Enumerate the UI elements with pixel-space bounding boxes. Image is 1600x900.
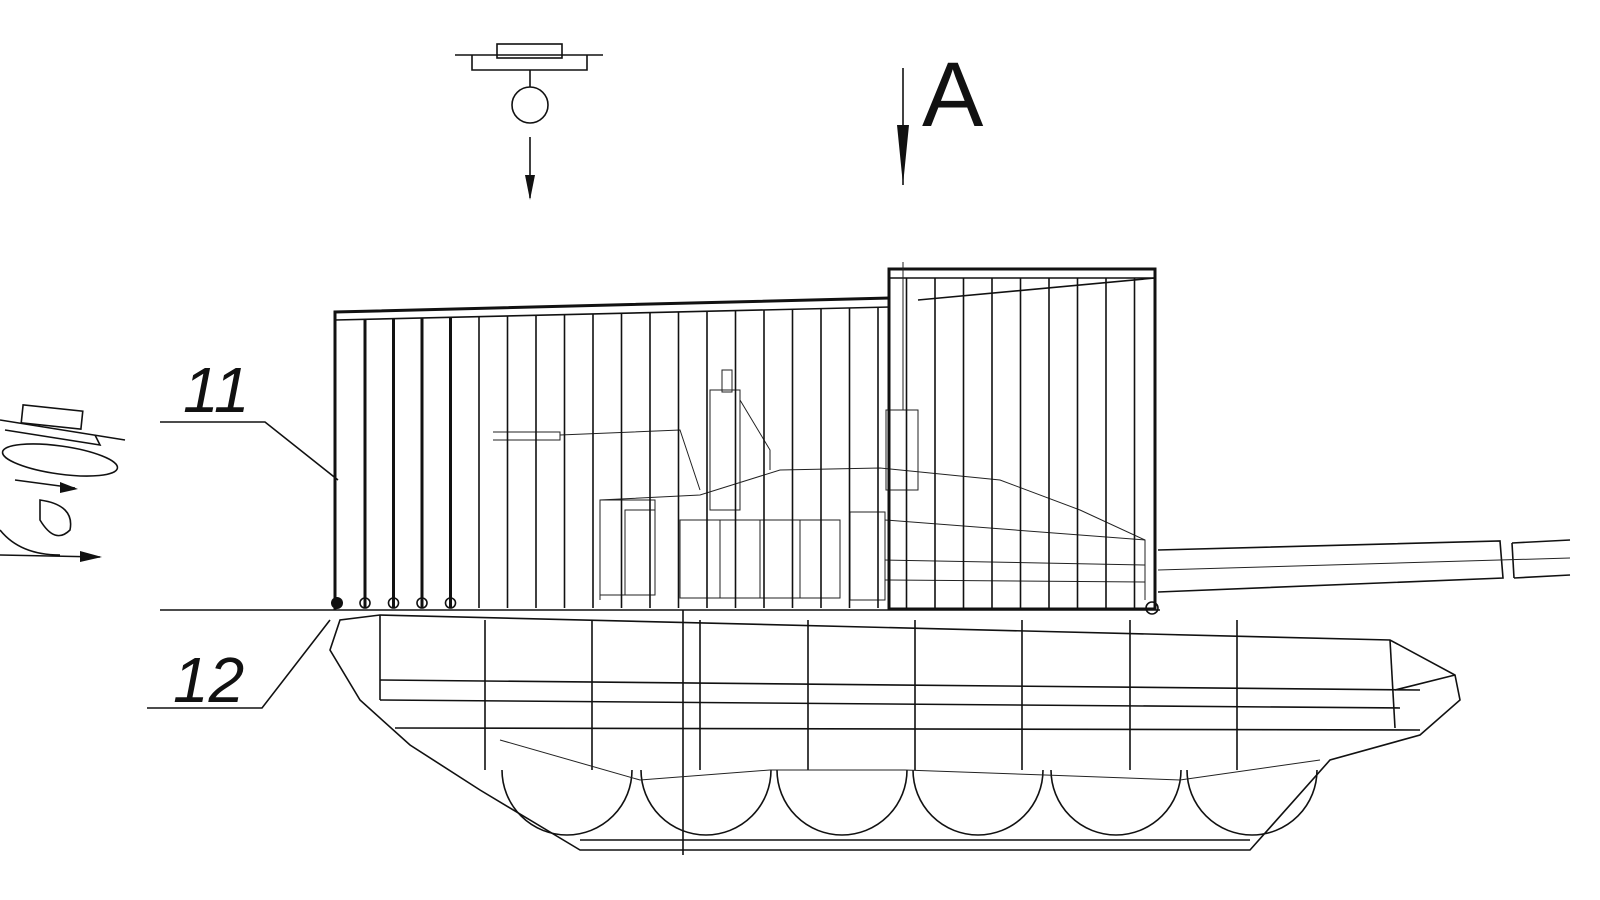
bar-foot <box>1145 601 1159 615</box>
bar-foot <box>359 597 371 609</box>
road-wheel <box>1186 769 1318 836</box>
road-wheel <box>776 769 908 836</box>
top-drone-icon <box>455 43 603 200</box>
track-upper <box>499 739 1321 781</box>
bar-foot <box>416 597 428 609</box>
road-wheel <box>501 769 633 836</box>
callout-12-label: 12 <box>173 644 244 716</box>
callout-11-label: 11 <box>183 354 249 426</box>
hull-panel-dividers <box>484 610 1238 855</box>
road-wheels <box>499 739 1321 836</box>
gun-barrel <box>1157 539 1571 593</box>
left-drone-icon <box>0 404 126 562</box>
view-arrow-icon <box>897 68 909 185</box>
road-wheel <box>640 769 772 836</box>
road-wheel <box>912 769 1044 836</box>
callout-12-leader <box>147 619 331 709</box>
tank-hull <box>329 614 1461 851</box>
cage-bars <box>331 278 1159 615</box>
road-wheel <box>1050 769 1182 836</box>
view-marker-label: A <box>922 44 984 146</box>
bar-foot <box>331 597 343 609</box>
turret-internals <box>493 369 1146 601</box>
bar-foot <box>387 597 400 609</box>
callout-11-leader <box>160 421 339 481</box>
protective-cage <box>333 262 1157 611</box>
bar-foot <box>444 597 457 609</box>
